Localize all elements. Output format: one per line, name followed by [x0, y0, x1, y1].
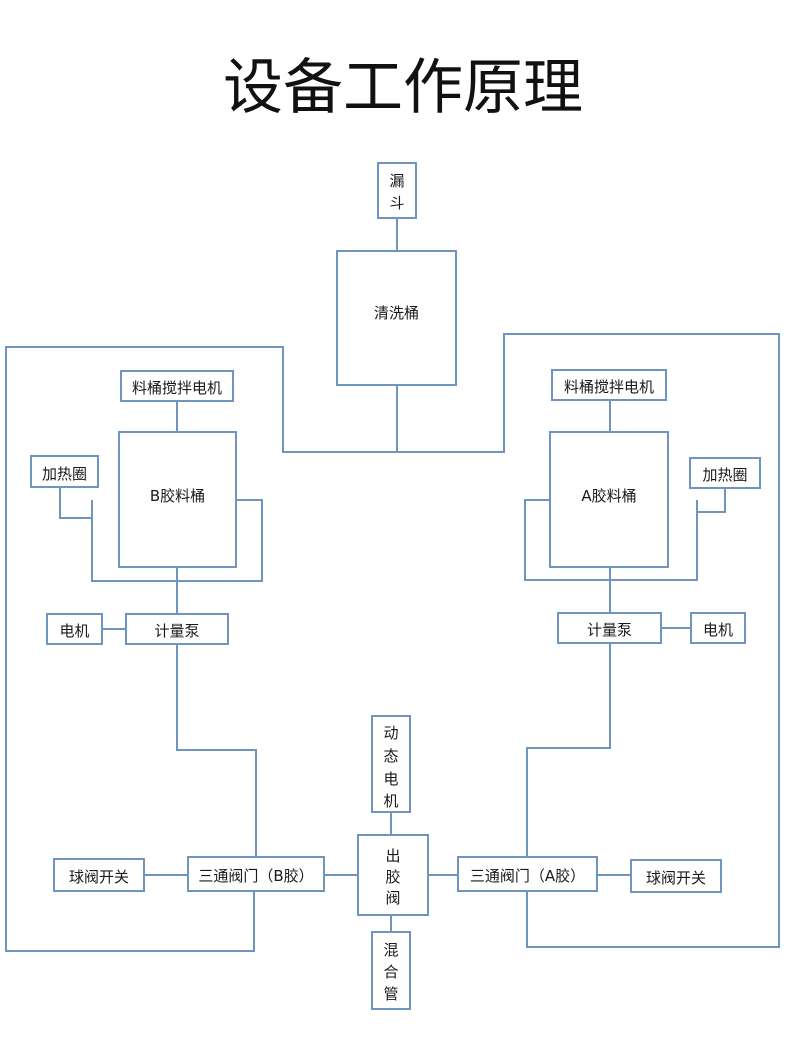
wash-tank-box	[336, 250, 457, 386]
funnel-box	[377, 162, 417, 219]
wire-a-heater	[697, 488, 726, 513]
mixing-tube-label: 混合管	[383, 941, 398, 1003]
a-heater-label: 加热圈	[702, 466, 747, 484]
a-meter-pump-box	[557, 612, 662, 644]
funnel-label: 漏斗	[389, 172, 404, 212]
b-three-way-valve-label: 三通阀门（B胶）	[198, 867, 313, 885]
node-a-stirrer-motor: 料桶搅拌电机	[551, 369, 667, 401]
node-b-stirrer-motor: 料桶搅拌电机	[120, 370, 234, 402]
dynamic-motor-box	[371, 715, 411, 813]
node-a-heater: 加热圈	[689, 457, 761, 489]
b-tank-label: B胶料桶	[150, 487, 205, 505]
a-meter-pump-label: 计量泵	[587, 621, 632, 639]
node-b-three-way-valve: 三通阀门（B胶）	[187, 856, 325, 892]
a-tank-box	[549, 431, 669, 568]
node-mixing-tube: 混合管	[371, 931, 411, 1010]
a-heater-box	[689, 457, 761, 489]
mixing-tube-box	[371, 931, 411, 1010]
node-b-meter-pump: 计量泵	[125, 613, 229, 645]
node-wash-tank: 清洗桶	[336, 250, 457, 386]
dispense-valve-box	[357, 834, 429, 916]
node-b-heater: 加热圈	[30, 455, 99, 488]
node-b-motor: 电机	[46, 613, 103, 645]
b-tank-box	[118, 431, 237, 568]
b-meter-pump-box	[125, 613, 229, 645]
b-meter-pump-label: 计量泵	[154, 622, 199, 640]
b-ball-valve-label: 球阀开关	[69, 868, 129, 886]
b-three-way-valve-box	[187, 856, 325, 892]
wire-b-heater	[59, 487, 92, 519]
a-three-way-valve-box	[457, 856, 598, 892]
wire-b-jacket	[91, 499, 263, 582]
b-stirrer-motor-label: 料桶搅拌电机	[132, 379, 222, 397]
node-a-ball-valve: 球阀开关	[630, 859, 722, 893]
node-dispense-valve: 出胶阀	[357, 834, 429, 916]
a-three-way-valve-label: 三通阀门（A胶）	[470, 867, 585, 885]
b-heater-box	[30, 455, 99, 488]
a-ball-valve-box	[630, 859, 722, 893]
diagram-title: 设备工作原理	[223, 53, 583, 123]
node-b-ball-valve: 球阀开关	[53, 858, 145, 892]
wash-tank-label: 清洗桶	[374, 304, 419, 322]
node-a-tank: A胶料桶	[549, 431, 669, 568]
b-stirrer-motor-box	[120, 370, 234, 402]
wire-a-jacket	[524, 499, 698, 581]
connection-lines	[5, 218, 780, 952]
b-heater-label: 加热圈	[42, 465, 87, 483]
b-motor-label: 电机	[59, 622, 89, 640]
wire-right-loop	[397, 333, 780, 948]
node-a-motor: 电机	[690, 612, 746, 644]
dispense-valve-label: 出胶阀	[385, 847, 400, 907]
b-motor-box	[46, 613, 103, 645]
b-ball-valve-box	[53, 858, 145, 892]
a-motor-box	[690, 612, 746, 644]
node-funnel: 漏斗	[377, 162, 417, 219]
a-tank-label: A胶料桶	[581, 487, 636, 505]
a-stirrer-motor-label: 料桶搅拌电机	[564, 378, 654, 396]
node-a-three-way-valve: 三通阀门（A胶）	[457, 856, 598, 892]
node-a-meter-pump: 计量泵	[557, 612, 662, 644]
a-motor-label: 电机	[703, 621, 733, 639]
a-ball-valve-label: 球阀开关	[646, 869, 706, 887]
dynamic-motor-label: 动态电机	[383, 724, 398, 810]
node-b-tank: B胶料桶	[118, 431, 237, 568]
wire-a-pump-valve	[526, 643, 611, 857]
wire-b-pump-valve	[176, 644, 257, 857]
node-dynamic-motor: 动态电机	[371, 715, 411, 813]
a-stirrer-motor-box	[551, 369, 667, 401]
wire-left-loop	[5, 346, 397, 952]
